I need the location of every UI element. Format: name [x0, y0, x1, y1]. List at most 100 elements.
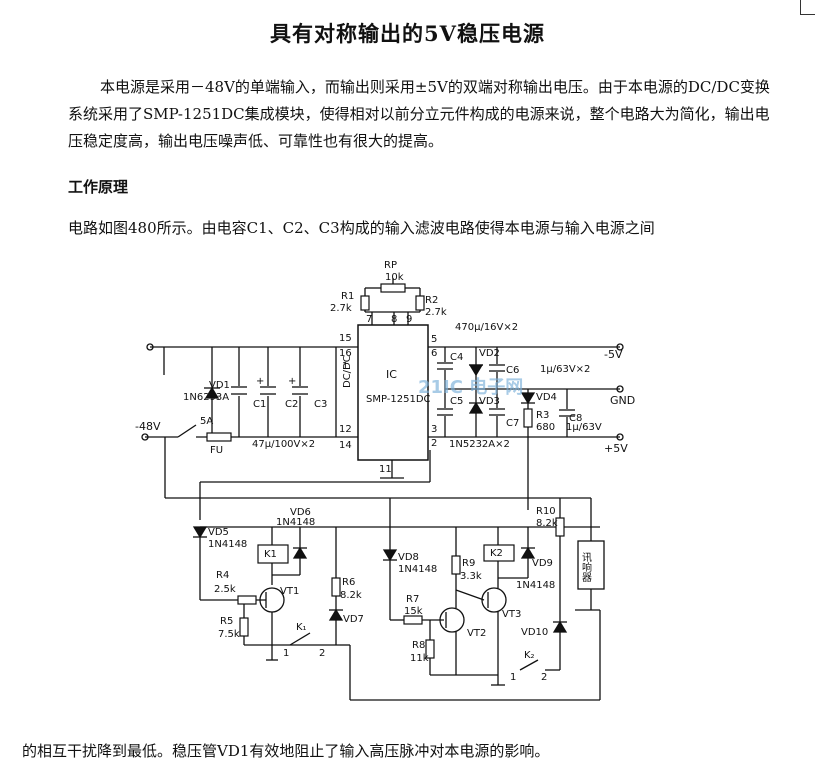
label-r5: R5 — [220, 616, 233, 627]
label-k2-contact: K₂ — [524, 650, 535, 661]
label-r8-val: 11k — [410, 653, 429, 664]
label-alarm-1: 讯响器 — [580, 552, 592, 583]
input-wires — [141, 343, 358, 441]
label-k1: K1 — [264, 549, 277, 560]
label-ic-part: SMP-1251DC — [366, 394, 431, 405]
label-c8-val: 1μ/63V — [566, 422, 602, 433]
label-vd4: VD4 — [536, 392, 557, 403]
intro-paragraph: 本电源是采用－48V的单端输入，而输出则采用±5V的双端对称输出电压。由于本电源… — [68, 78, 770, 150]
section-heading: 工作原理 — [68, 178, 129, 196]
label-r4-val: 2.5k — [214, 584, 236, 595]
label-fu: FU — [210, 445, 223, 456]
label-r1: R1 — [341, 291, 354, 302]
label-r6: R6 — [342, 577, 355, 588]
output-wires — [428, 343, 624, 510]
label-c1: C1 — [253, 399, 266, 410]
label-rp: RP — [384, 260, 397, 271]
closing-paragraph: 的相互干扰降到最低。稳压管VD1有效地阻止了输入高压脉冲对本电源的影响。 — [22, 742, 550, 760]
label-vd8-part: 1N4148 — [398, 564, 437, 575]
page-title: 具有对称输出的5V稳压电源 — [270, 21, 545, 46]
label-pin3: 3 — [431, 424, 437, 435]
label-vd9: VD9 — [532, 558, 553, 569]
label-pin8: 8 — [391, 314, 397, 325]
label-cap-6: 1μ/63V×2 — [540, 364, 590, 375]
label-c3: C3 — [314, 399, 327, 410]
label-k2: K2 — [490, 548, 503, 559]
label-vd10: VD10 — [521, 627, 548, 638]
svg-text:+: + — [256, 376, 264, 387]
label-c8: C8 — [569, 413, 582, 424]
label-pin11: 11 — [379, 464, 392, 475]
ic-smp1251dc — [357, 312, 429, 479]
label-r2: R2 — [425, 295, 438, 306]
label-r3: R3 — [536, 410, 549, 421]
label-vt3: VT3 — [502, 609, 521, 620]
label-c2: C2 — [285, 399, 298, 410]
label-vd5-part: 1N4148 — [208, 539, 247, 550]
label-vd6-part: 1N4148 — [276, 517, 315, 528]
feedback-resistors — [360, 278, 425, 313]
label-vd1-part: 1N6293A — [183, 392, 229, 403]
label-out-neg: -5V — [604, 348, 623, 361]
input-capacitors: ++ — [231, 376, 308, 396]
vd1-zener — [204, 386, 220, 399]
label-pin1: 1 — [342, 361, 348, 372]
label-ic: IC — [386, 368, 397, 381]
label-r9: R9 — [462, 558, 475, 569]
label-c7: C7 — [506, 418, 519, 429]
label-k1-contact: K₁ — [296, 622, 307, 633]
label-ic-side: DC/DC — [342, 355, 353, 388]
label-r7-val: 15k — [404, 606, 423, 617]
label-out-gnd: GND — [610, 394, 635, 407]
label-pin9: 9 — [406, 314, 412, 325]
label-cap-in: 47μ/100V×2 — [252, 439, 315, 450]
label-c6: C6 — [506, 365, 519, 376]
label-vd9-part: 1N4148 — [516, 580, 555, 591]
label-pin15: 15 — [339, 333, 352, 344]
label-vt1: VT1 — [280, 586, 299, 597]
label-pin7: 7 — [366, 314, 372, 325]
page-corner-mark — [800, 0, 815, 15]
label-out-pos: +5V — [604, 442, 628, 455]
label-k2-pos1: 1 — [510, 672, 516, 683]
label-c5: C5 — [450, 396, 463, 407]
protection-wires — [164, 437, 605, 701]
label-pin16: 16 — [339, 348, 352, 359]
label-r4: R4 — [216, 570, 229, 581]
label-vd3: VD3 — [479, 396, 500, 407]
label-pin14: 14 — [339, 440, 352, 451]
label-r10-val: 8.2k — [536, 518, 558, 529]
label-vd6: VD6 — [290, 507, 311, 518]
circuit-diagram: ++ — [135, 260, 635, 701]
label-r2-val: 2.7k — [425, 307, 447, 318]
label-pin12: 12 — [339, 424, 352, 435]
label-vd5: VD5 — [208, 527, 229, 538]
label-r10: R10 — [536, 506, 556, 517]
label-vd1: VD1 — [209, 380, 230, 391]
label-cap-out: 470μ/16V×2 — [455, 322, 518, 333]
label-k1-pos1: 1 — [283, 648, 289, 659]
watermark-text: 21IC 电子网 — [418, 376, 523, 398]
label-k2-pos2: 2 — [541, 672, 547, 683]
label-rp-val: 10k — [385, 272, 404, 283]
label-r1-val: 2.7k — [330, 303, 352, 314]
label-vd8: VD8 — [398, 552, 419, 563]
input-switch-fuse — [177, 424, 232, 442]
label-r6-val: 8.2k — [340, 590, 362, 601]
label-zener-part: 1N5232A×2 — [449, 439, 510, 450]
label-r9-val: 3.3k — [460, 571, 482, 582]
label-switch: 5A — [200, 416, 213, 427]
label-pin2: 2 — [431, 438, 437, 449]
circuit-labels: RP 10k R1 2.7k R2 2.7k 470μ/16V×2 VD1 1N… — [135, 260, 635, 683]
label-vin: -48V — [135, 420, 161, 433]
label-r8: R8 — [412, 640, 425, 651]
label-vt2: VT2 — [467, 628, 486, 639]
svg-text:+: + — [288, 376, 296, 387]
label-r5-val: 7.5k — [218, 629, 240, 640]
label-vd2: VD2 — [479, 348, 500, 359]
principle-paragraph: 电路如图480所示。由电容C1、C2、C3构成的输入滤波电路使得本电源与输入电源… — [68, 219, 655, 237]
label-c4: C4 — [450, 352, 463, 363]
label-r3-val: 680 — [536, 422, 555, 433]
label-r7: R7 — [406, 594, 419, 605]
label-pin6: 6 — [431, 348, 437, 359]
